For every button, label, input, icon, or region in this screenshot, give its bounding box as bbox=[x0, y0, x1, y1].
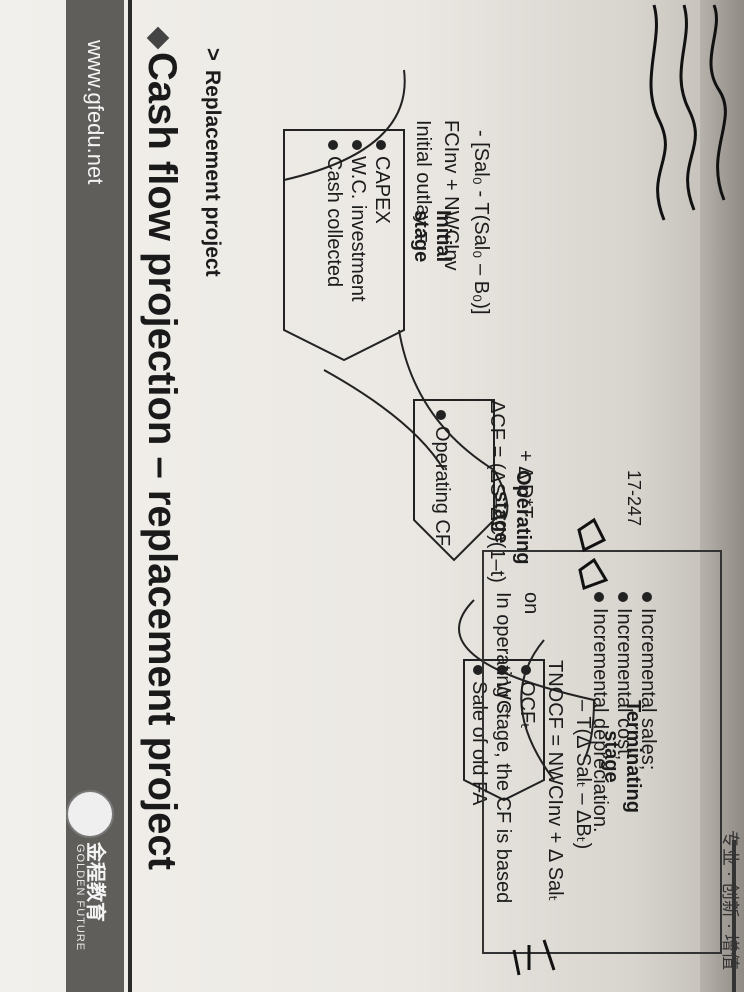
footer-divider bbox=[732, 840, 736, 992]
footer-slogan: 专业 · 创新 · 增值 bbox=[720, 830, 740, 970]
book-gutter bbox=[700, 0, 744, 992]
